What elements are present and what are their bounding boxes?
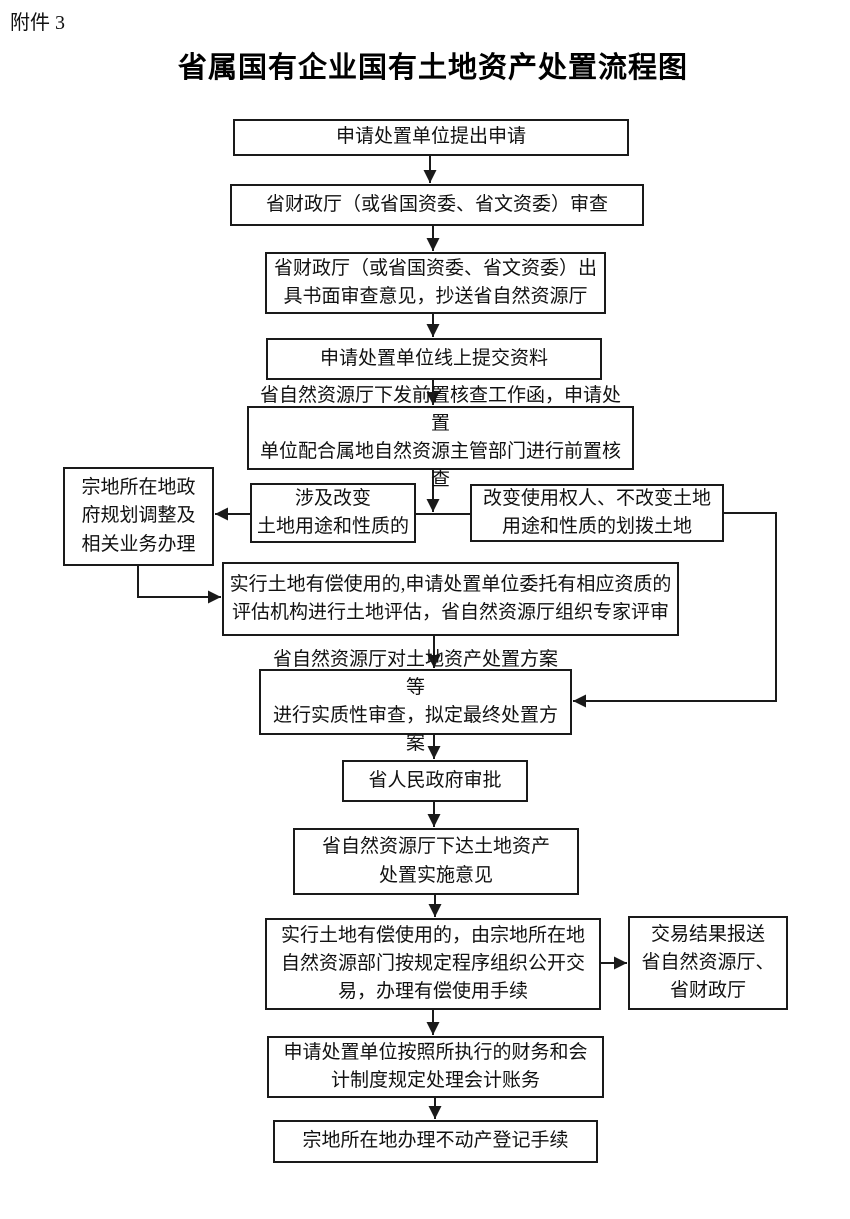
node-implementation-opinion: 省自然资源厅下达土地资产 处置实施意见 (293, 828, 579, 895)
node-branch-allocated-land: 改变使用权人、不改变土地 用途和性质的划拨土地 (470, 484, 724, 542)
node-public-trading: 实行土地有偿使用的，由宗地所在地 自然资源部门按规定程序组织公开交 易，办理有偿… (265, 918, 601, 1010)
node-government-approval: 省人民政府审批 (342, 760, 528, 802)
node-property-registration: 宗地所在地办理不动产登记手续 (273, 1120, 598, 1163)
node-result-report: 交易结果报送 省自然资源厅、 省财政厅 (628, 916, 788, 1010)
page-title: 省属国有企业国有土地资产处置流程图 (177, 52, 688, 84)
node-written-opinion: 省财政厅（或省国资委、省文资委）出 具书面审查意见，抄送省自然资源厅 (265, 252, 606, 314)
connector-allocated-to-substantive (573, 512, 777, 708)
node-apply-request: 申请处置单位提出申请 (233, 119, 629, 156)
connector-planning-to-valuation (137, 566, 221, 604)
node-pre-check: 省自然资源厅下发前置核查工作函，申请处置 单位配合属地自然资源主管部门进行前置核… (247, 385, 634, 490)
node-land-valuation: 实行土地有偿使用的,申请处置单位委托有相应资质的 评估机构进行土地评估，省自然资… (222, 562, 679, 636)
node-branch-use-change: 涉及改变 土地用途和性质的 (250, 483, 416, 543)
node-planning-adjustment: 宗地所在地政 府规划调整及 相关业务办理 (63, 467, 214, 566)
node-finance-review: 省财政厅（或省国资委、省文资委）审查 (230, 184, 644, 226)
node-substantive-review: 省自然资源厅对土地资产处置方案等 进行实质性审查，拟定最终处置方案 (259, 649, 572, 754)
attachment-label: 附件 3 (10, 12, 65, 34)
node-accounting-treatment: 申请处置单位按照所执行的财务和会 计制度规定处理会计账务 (267, 1036, 604, 1098)
node-online-submission: 申请处置单位线上提交资料 (266, 338, 602, 380)
